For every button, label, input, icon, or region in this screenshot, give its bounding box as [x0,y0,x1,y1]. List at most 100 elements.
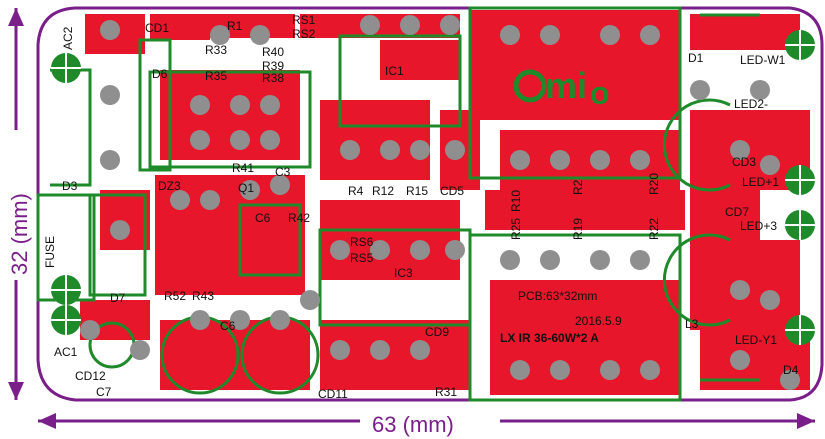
pad [340,140,360,160]
mounting-hole-cross [51,53,81,83]
pad [640,25,660,45]
logo-ring [513,69,547,103]
component-label-r42: R42 [288,211,310,225]
logo-text: mi [545,65,587,106]
mounting-hole-cross [785,210,815,240]
pad [240,180,260,200]
pad [330,240,350,260]
mounting-holes [51,30,815,345]
pad [370,340,390,360]
component-label-r4: R4 [348,184,364,198]
pad [445,240,465,260]
pad [590,150,610,170]
pad [690,80,710,100]
component-label-r31: R31 [435,385,457,399]
component-label-rs5: RS5 [350,251,374,265]
component-label-d3: D3 [62,179,78,193]
component-label-led2: LED2- [734,97,768,111]
component-label-r20: R20 [647,173,661,195]
component-label-cd5: CD5 [440,184,464,198]
pad [100,20,120,40]
pad [200,190,220,210]
component-label-c6b: C6 [220,319,236,333]
pad [410,240,430,260]
component-label-r19: R19 [571,218,585,240]
pad [440,15,460,35]
pad [510,150,530,170]
pad [630,250,650,270]
component-label-cd9: CD9 [425,325,449,339]
component-label-l3: L3 [685,317,699,331]
component-label-r40: R40 [262,45,284,59]
component-label-c6a: C6 [255,211,271,225]
pad [550,360,570,380]
component-label-ac1: AC1 [54,345,78,359]
pad [100,150,120,170]
pad [410,140,430,160]
height-dimension-label: 32 (mm) [7,193,32,275]
component-label-q1: Q1 [238,181,254,195]
component-label-ac2: AC2 [61,26,75,50]
component-label-fuse: FUSE [43,236,57,268]
pad [360,15,380,35]
component-label-r39: R39 [262,59,284,73]
pad [750,80,770,100]
component-label-cd3: CD3 [732,155,756,169]
pad [110,220,130,240]
component-label-ledp1: LED+1 [742,175,779,189]
component-label-r52: R52 [164,289,186,303]
pad [370,240,390,260]
pad [780,370,800,390]
component-label-ledp3: LED+3 [740,219,777,233]
component-label-r25: R25 [509,218,523,240]
pad [210,25,230,45]
dimension-markers: 63 (mm) 32 (mm) [4,8,815,437]
pad [410,340,430,360]
component-label-rs2: RS2 [292,27,316,41]
mounting-hole-cross [785,315,815,345]
component-label-r35: R35 [205,69,227,83]
pad [445,140,465,160]
pad-layer [80,15,800,390]
pad [270,175,290,195]
pad [600,25,620,45]
pad [590,250,610,270]
logo-tail: o [590,75,610,111]
component-label-cd7: CD7 [725,205,749,219]
component-label-r38: R38 [262,71,284,85]
pad [550,150,570,170]
component-label-rs6: RS6 [350,235,374,249]
pad [640,360,660,380]
component-label-dz3: DZ3 [158,179,181,193]
pad [730,350,750,370]
component-label-r43: R43 [192,289,214,303]
component-label-d4: D4 [783,363,799,377]
pad [540,250,560,270]
width-arrow-left [38,413,56,429]
height-arrow-top [8,8,24,26]
pad [500,25,520,45]
component-label-r41: R41 [232,161,254,175]
pad [540,25,560,45]
board-outline [36,6,824,402]
mounting-hole-cross [51,275,81,305]
pad [130,340,150,360]
pad [730,280,750,300]
component-label-ic3: IC3 [394,266,413,280]
component-label-d6: D6 [152,67,168,81]
pad [190,310,210,330]
component-label-c7: C7 [96,385,112,399]
mounting-hole-cross [785,30,815,60]
pad [230,310,250,330]
pad [100,85,120,105]
component-label-d7: D7 [110,291,126,305]
pad [250,25,270,45]
pad [760,290,780,310]
pcb-model-label: LX IR 36-60W*2 A [500,331,599,345]
component-label-c3: C3 [275,165,291,179]
component-label-r1: R1 [227,19,243,33]
pad [260,130,280,150]
component-label-r15: R15 [406,184,428,198]
pad [600,360,620,380]
pad [170,190,190,210]
